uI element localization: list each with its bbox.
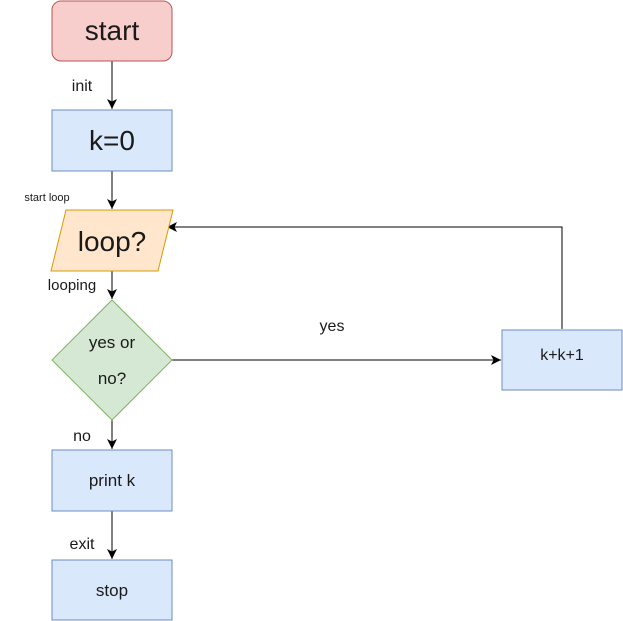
node-decision-shape [51, 299, 173, 421]
node-loop-shape [50, 209, 174, 272]
node-init-k-shape [51, 109, 173, 172]
edge-group [107, 61, 563, 559]
edge-label-init: init [72, 78, 93, 95]
node-decision-label-line1: yes or [89, 333, 136, 352]
node-decision-label-line2: no? [98, 369, 126, 388]
node-increment-shape [501, 329, 623, 391]
node-start-shape [51, 0, 173, 62]
edge-label-no: no [73, 428, 91, 445]
node-loop-label: loop? [78, 226, 147, 257]
node-stop: stop [51, 559, 173, 621]
node-print-k-shape [51, 449, 173, 512]
node-stop-shape [51, 559, 173, 621]
node-print-k: print k [51, 449, 173, 512]
edge-label-looping: looping [48, 277, 96, 294]
node-loop: loop? [50, 209, 174, 272]
node-stop-label: stop [96, 581, 128, 600]
node-start: start [51, 0, 173, 62]
edge-label-yes: yes [320, 318, 345, 335]
node-init-k-label: k=0 [89, 125, 135, 156]
node-decision: yes or no? [51, 299, 173, 421]
edge-label-start-loop: start loop [24, 192, 69, 204]
edge-increment-back-to-loop [167, 222, 563, 329]
edge-label-exit: exit [70, 536, 95, 553]
node-increment-label: k+k+1 [540, 347, 584, 364]
node-init-k: k=0 [51, 109, 173, 172]
node-start-label: start [85, 15, 140, 46]
node-increment: k+k+1 [501, 329, 623, 391]
node-print-k-label: print k [89, 471, 136, 490]
